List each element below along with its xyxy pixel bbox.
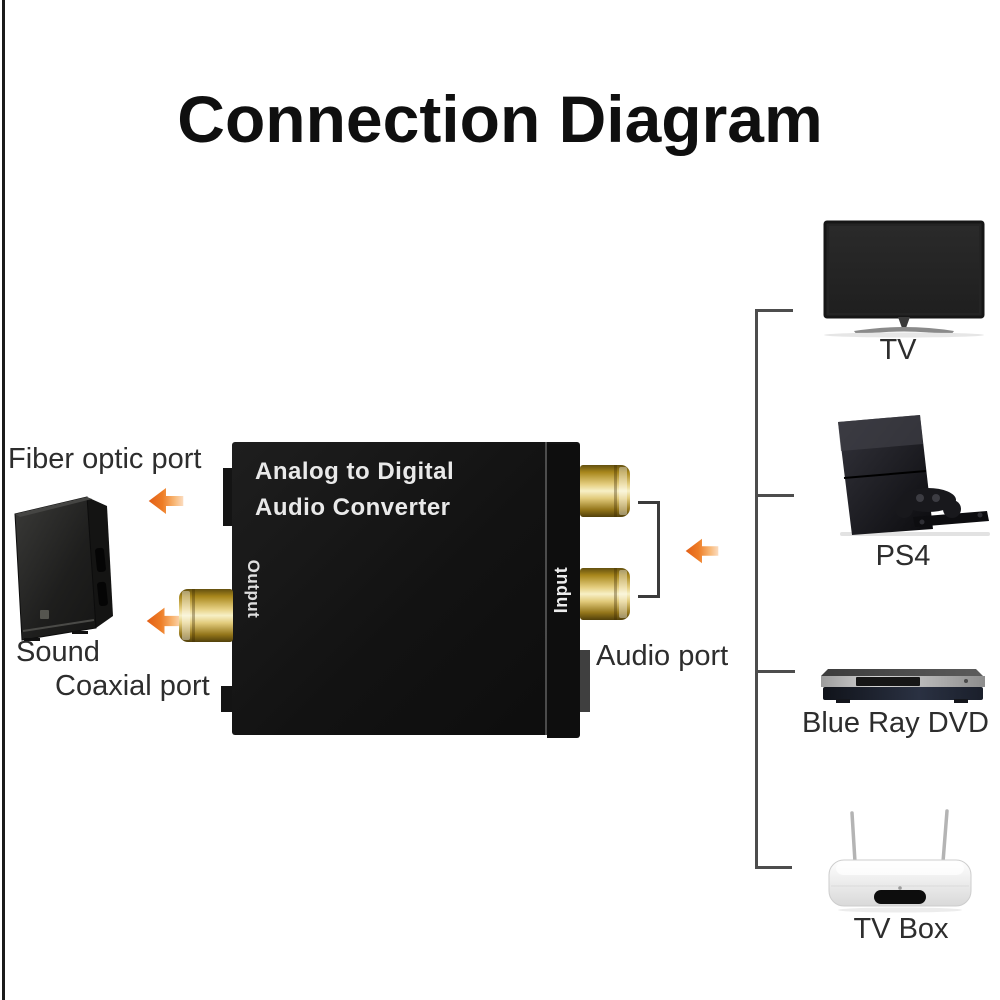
connector-line-bluray	[757, 670, 795, 673]
converter-title-line2: Audio Converter	[255, 494, 451, 521]
bluray-label: Blue Ray DVD	[802, 707, 989, 739]
connector-tip	[619, 570, 627, 618]
rca-pair-bracket-arm	[638, 595, 660, 598]
ps4-label: PS4	[875, 540, 931, 572]
left-arrow-icon	[146, 607, 183, 635]
speaker-icon	[14, 496, 113, 641]
panel-seam	[545, 442, 547, 735]
coaxial-port-label: Coaxial port	[55, 670, 210, 702]
rca-pair-bracket	[657, 501, 660, 598]
connector-tip	[619, 467, 627, 515]
sound-label: Sound	[16, 636, 100, 668]
connector-line	[755, 309, 758, 869]
output-label: Output	[244, 559, 263, 619]
fiber-optic-port	[223, 468, 233, 526]
ps4-icon	[838, 415, 990, 536]
coaxial-connector	[179, 589, 233, 642]
rca-pair-bracket-arm	[638, 501, 660, 504]
input-label: Input	[551, 566, 571, 614]
tv-box-label: TV Box	[853, 913, 949, 945]
bluray-player-icon	[821, 669, 985, 703]
left-arrow-icon	[685, 538, 719, 564]
tv-label: TV	[879, 334, 917, 366]
tv-box-icon	[828, 809, 972, 913]
left-border-line	[2, 0, 5, 1000]
rca-jack-top	[580, 465, 630, 517]
connector-tip	[182, 591, 190, 640]
connector-line-tv	[755, 309, 793, 312]
fiber-optic-port-label: Fiber optic port	[8, 443, 202, 475]
converter-box: Analog to Digital Audio Converter	[232, 442, 580, 738]
converter-title-line1: Analog to Digital	[255, 458, 455, 485]
audio-port-label: Audio port	[596, 640, 729, 672]
connector-line-tvbox	[755, 866, 792, 869]
tv-icon	[823, 220, 985, 338]
rca-jack-bottom	[580, 568, 630, 620]
side-port	[580, 650, 590, 712]
connector-line-ps4	[757, 494, 794, 497]
left-arrow-icon	[148, 488, 184, 514]
page-title: Connection Diagram	[177, 82, 823, 156]
input-panel	[547, 444, 580, 738]
optical-port	[221, 686, 233, 712]
